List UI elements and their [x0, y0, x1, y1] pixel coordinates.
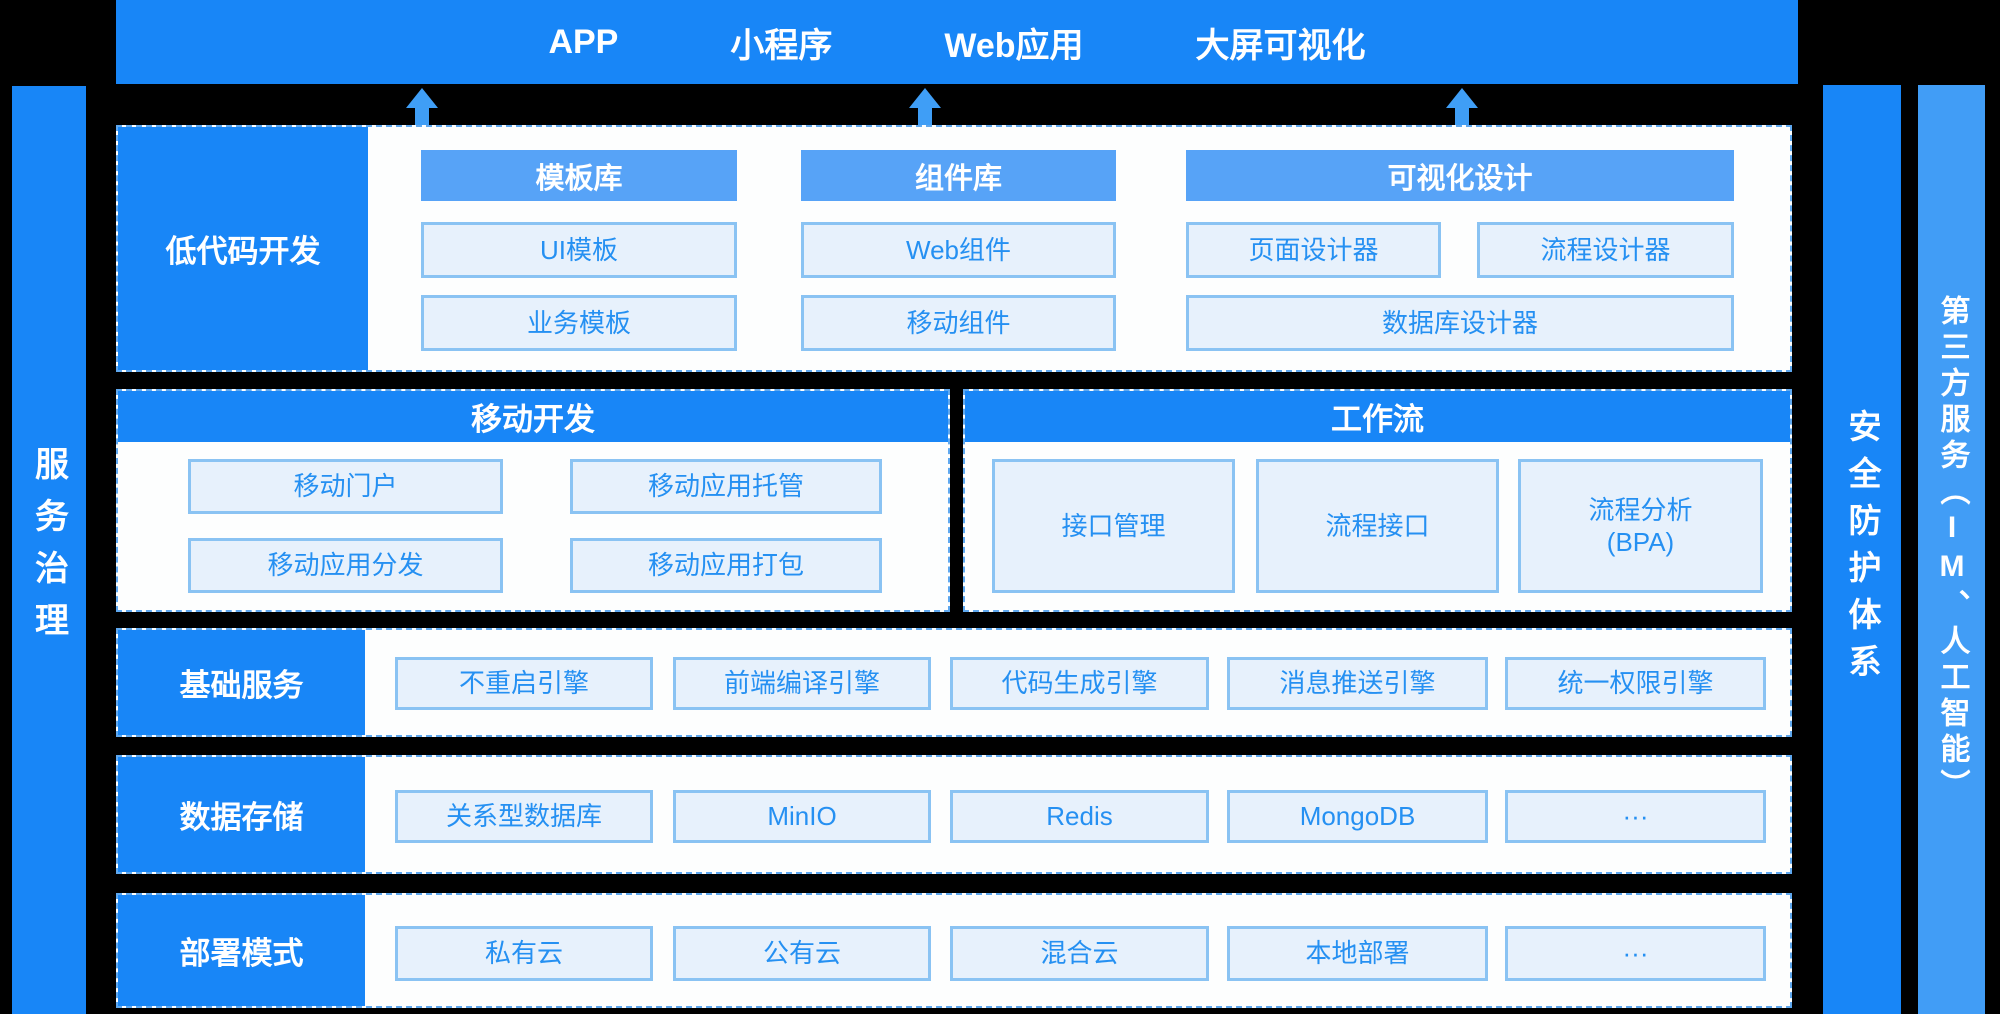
box-mobile-component: 移动组件	[801, 295, 1116, 351]
section-lowcode: 低代码开发 模板库 UI模板 业务模板 组件库 Web组件 移动组件 可视化设计…	[116, 125, 1792, 372]
top-item-webapp: Web应用	[944, 26, 1084, 65]
box-ui-template: UI模板	[421, 222, 737, 278]
box-database-designer: 数据库设计器	[1186, 295, 1734, 351]
box-page-designer: 页面设计器	[1186, 222, 1441, 278]
box-frontend-compile-engine: 前端编译引擎	[673, 657, 931, 710]
box-private-cloud: 私有云	[395, 926, 653, 981]
box-interface-management: 接口管理	[992, 459, 1235, 593]
mobile-dev-header: 移动开发	[118, 391, 948, 442]
up-arrow-icon	[1446, 88, 1478, 126]
box-mobile-app-packaging: 移动应用打包	[570, 538, 882, 593]
top-item-bigscreen: 大屏可视化	[1195, 26, 1366, 65]
basic-services-label: 基础服务	[118, 630, 365, 735]
visual-design-header: 可视化设计	[1186, 150, 1734, 201]
security-protection-bar: 安全防护体系	[1823, 85, 1901, 1014]
box-storage-more: ···	[1505, 790, 1766, 843]
box-message-push-engine: 消息推送引擎	[1227, 657, 1488, 710]
box-minio: MinIO	[673, 790, 931, 843]
top-application-bar: APP 小程序 Web应用 大屏可视化	[116, 0, 1798, 84]
box-local-deploy: 本地部署	[1227, 926, 1488, 981]
box-mongodb: MongoDB	[1227, 790, 1488, 843]
component-library-header: 组件库	[801, 150, 1116, 201]
deploy-mode-label: 部署模式	[118, 895, 365, 1006]
section-deploy-mode: 部署模式 私有云 公有云 混合云 本地部署 ···	[116, 893, 1792, 1008]
up-arrow-icon	[909, 88, 941, 126]
top-item-app: APP	[548, 22, 619, 61]
box-mobile-portal: 移动门户	[188, 459, 503, 514]
box-unified-permission-engine: 统一权限引擎	[1505, 657, 1766, 710]
box-relational-database: 关系型数据库	[395, 790, 653, 843]
template-library-header: 模板库	[421, 150, 737, 201]
box-process-analysis-bpa: 流程分析 (BPA)	[1518, 459, 1763, 593]
third-party-services-bar: 第三方服务（IM、人工智能）	[1918, 85, 1985, 1014]
box-business-template: 业务模板	[421, 295, 737, 351]
box-deploy-more: ···	[1505, 926, 1766, 981]
box-web-component: Web组件	[801, 222, 1116, 278]
box-redis: Redis	[950, 790, 1209, 843]
box-process-interface: 流程接口	[1256, 459, 1499, 593]
lowcode-label: 低代码开发	[118, 127, 368, 370]
up-arrow-icon	[406, 88, 438, 126]
box-mobile-app-hosting: 移动应用托管	[570, 459, 882, 514]
service-governance-bar: 服务治理	[12, 86, 86, 1014]
section-basic-services: 基础服务 不重启引擎 前端编译引擎 代码生成引擎 消息推送引擎 统一权限引擎	[116, 628, 1792, 737]
box-mobile-app-distribution: 移动应用分发	[188, 538, 503, 593]
box-hybrid-cloud: 混合云	[950, 926, 1209, 981]
top-item-miniprogram: 小程序	[730, 26, 833, 65]
workflow-header: 工作流	[965, 391, 1790, 442]
section-workflow: 工作流 接口管理 流程接口 流程分析 (BPA)	[963, 389, 1792, 612]
section-mobile-dev: 移动开发 移动门户 移动应用托管 移动应用分发 移动应用打包	[116, 389, 950, 612]
box-code-generation-engine: 代码生成引擎	[950, 657, 1209, 710]
section-data-storage: 数据存储 关系型数据库 MinIO Redis MongoDB ···	[116, 755, 1792, 874]
box-no-restart-engine: 不重启引擎	[395, 657, 653, 710]
data-storage-label: 数据存储	[118, 757, 365, 872]
box-public-cloud: 公有云	[673, 926, 931, 981]
box-flow-designer: 流程设计器	[1477, 222, 1734, 278]
